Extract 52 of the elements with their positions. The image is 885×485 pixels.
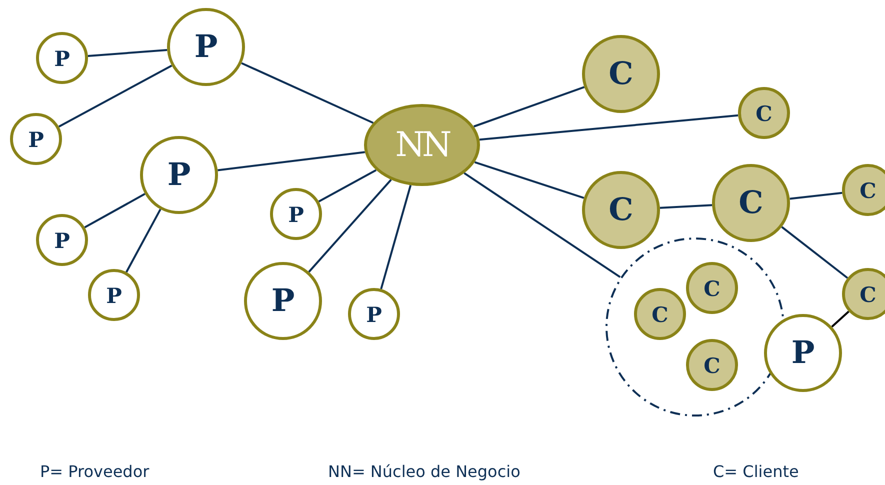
connector-line: [308, 179, 392, 273]
node-label: C: [608, 58, 634, 90]
client-circle: [634, 288, 686, 340]
connector-line: [479, 114, 738, 141]
connector-line: [58, 64, 172, 128]
client-circle: [686, 339, 738, 391]
connector-line: [126, 208, 162, 273]
connector-line: [474, 161, 584, 199]
connector-line: [218, 151, 366, 172]
supplier-circle: [36, 32, 88, 84]
node-label: P: [271, 286, 295, 316]
node-label: P: [28, 128, 44, 150]
node-label: C: [704, 354, 720, 376]
key-text: P= Proveedor: [40, 462, 150, 481]
connector-line: [241, 62, 374, 124]
client-circle: [738, 87, 790, 139]
connector-line: [380, 184, 412, 290]
node-label: P: [791, 338, 815, 368]
connector-line: [473, 86, 585, 128]
node-label: P: [106, 284, 122, 306]
supplier-circle: [36, 214, 88, 266]
connector-line: [464, 172, 621, 278]
node-label: P: [288, 204, 304, 224]
supplier-circle: [270, 188, 322, 240]
node-label: P: [194, 32, 218, 62]
connector-line: [790, 192, 842, 200]
supplier-circle: [348, 288, 400, 340]
supplier-circle: [10, 113, 62, 165]
node-label: C: [652, 304, 668, 324]
node-label: P: [167, 160, 191, 190]
node-label: C: [608, 194, 634, 226]
node-label: C: [756, 102, 772, 124]
node-label: P: [366, 304, 382, 324]
node-label: P: [54, 48, 70, 68]
node-label: C: [860, 284, 876, 304]
node-label: C: [860, 180, 876, 200]
node-label: NN: [395, 128, 449, 162]
connector-line: [318, 169, 377, 202]
client-circle: [686, 262, 738, 314]
connector-line: [781, 226, 848, 279]
key-text: NN= Núcleo de Negocio: [328, 462, 520, 481]
connector-line: [88, 49, 168, 57]
key-text: C= Cliente: [713, 462, 799, 481]
node-label: C: [738, 188, 764, 218]
supplier-circle: [88, 269, 140, 321]
node-label: P: [54, 230, 70, 250]
node-label: C: [704, 278, 720, 298]
connector-line: [660, 204, 712, 209]
client-circle: [842, 164, 885, 216]
connector-line: [84, 193, 146, 228]
client-circle: [842, 268, 885, 320]
connector-line: [831, 310, 850, 328]
